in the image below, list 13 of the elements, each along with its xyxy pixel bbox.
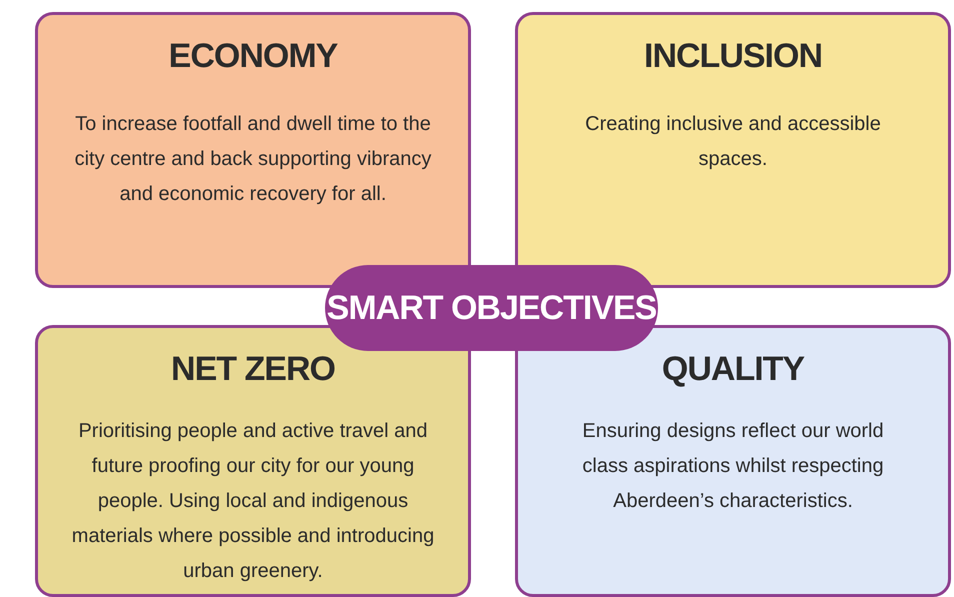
objective-card [35, 325, 471, 597]
card-heading: QUALITY [660, 350, 806, 389]
objective-card [35, 12, 471, 288]
card-heading: NET ZERO [170, 350, 336, 389]
objective-card [515, 325, 951, 597]
card-heading: ECONOMY [168, 37, 339, 76]
objective-card [515, 12, 951, 288]
card-heading: INCLUSION [643, 37, 823, 76]
card-description: Ensuring designs reflect our world class aspirations whilst respecting Aberdeen’s characteristics. [581, 419, 885, 514]
card-description: Creating inclusive and accessible spaces. [584, 112, 882, 172]
card-description: Prioritising people and active travel and future proofing our city for our young people. Using local and indigenous materials where possible and introducing urban greenery. [70, 419, 436, 584]
card-description: To increase footfall and dwell time to the city centre and back supporting vibrancy and economic recovery for all. [74, 112, 432, 207]
pill-title: SMART OBJECTIVES [326, 288, 656, 328]
